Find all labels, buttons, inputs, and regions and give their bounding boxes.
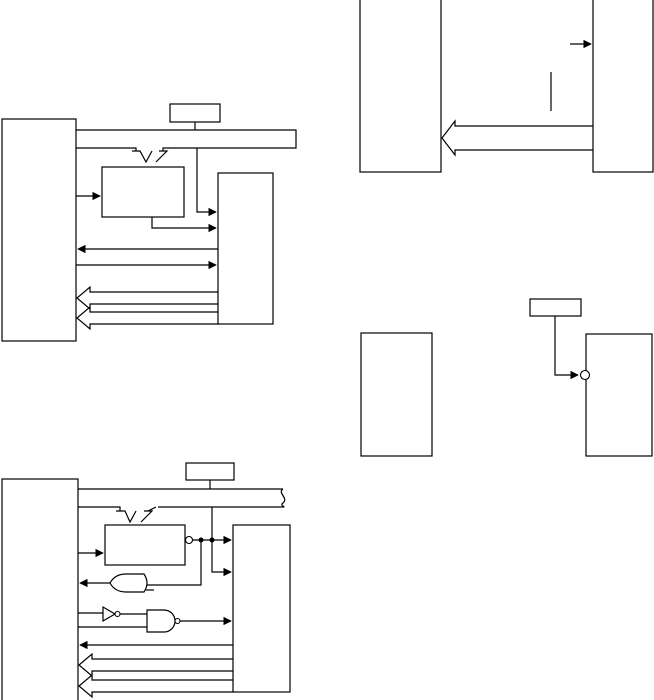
bus-arrow-decoder-1b xyxy=(155,150,169,163)
data-bus-1b xyxy=(76,305,218,331)
bus-to-peripheral-4 xyxy=(211,507,232,577)
inverter-icon xyxy=(102,605,117,623)
data-bus-2 xyxy=(441,119,593,157)
diagram-2 xyxy=(359,0,654,173)
bus-arrow-decoder-4b xyxy=(140,510,154,523)
decoder-output-bubble-4 xyxy=(184,535,194,545)
address-bus-4 xyxy=(78,488,283,512)
processor-block-3 xyxy=(360,332,433,457)
peripheral-block-2 xyxy=(592,0,654,173)
select-to-peripheral-1 xyxy=(151,217,217,233)
bus-break-4 xyxy=(280,488,286,508)
data-bus-4a xyxy=(78,652,233,678)
bus-arrow-decoder-4a xyxy=(116,510,137,524)
data-bus-1a xyxy=(76,285,218,311)
diagram-1 xyxy=(1,103,297,342)
peripheral-block-4 xyxy=(232,524,291,693)
inverter-bubble-4 xyxy=(114,610,121,618)
address-source-block-1 xyxy=(169,103,221,123)
processor-block-4 xyxy=(1,478,79,700)
bus-to-peripheral-1 xyxy=(196,148,217,217)
data-bus-4b xyxy=(78,673,233,699)
diagram-3 xyxy=(360,298,653,457)
bus-arrow-decoder-1a xyxy=(132,150,153,164)
inverting-bubble-3 xyxy=(579,369,591,381)
nand-bubble-4 xyxy=(174,617,181,625)
peripheral-block-3 xyxy=(585,333,653,457)
address-source-block-3 xyxy=(529,298,582,317)
processor-block-2 xyxy=(359,0,442,173)
diagram-4 xyxy=(1,462,291,700)
decoder-block-1 xyxy=(101,166,185,218)
nand-gate-icon xyxy=(146,609,176,633)
processor-block-1 xyxy=(1,118,77,342)
address-bus-1 xyxy=(76,129,297,151)
decoder-block-4 xyxy=(104,524,186,566)
decoder-to-or-gate-4 xyxy=(143,540,202,586)
address-source-block-4 xyxy=(185,462,235,481)
peripheral-block-1 xyxy=(217,172,274,325)
select-line-3 xyxy=(554,316,579,380)
or-gate-icon xyxy=(109,573,148,593)
